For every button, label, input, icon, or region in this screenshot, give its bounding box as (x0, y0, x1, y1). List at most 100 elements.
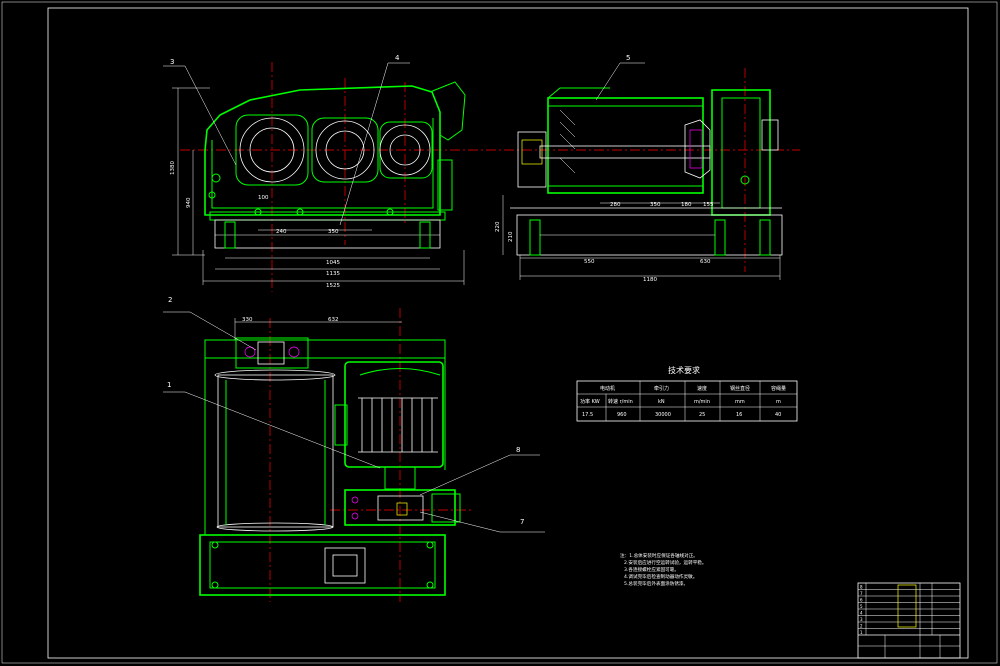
dim-280: 280 (610, 202, 621, 208)
part-label-4: 4 (395, 54, 400, 62)
gear1-inner (249, 127, 295, 173)
th-wire: 钢丝直径 (730, 385, 750, 392)
tb-item-6: 6 (860, 598, 863, 603)
base-bolt-2 (211, 581, 219, 589)
dim-1180: 1180 (643, 277, 657, 283)
tv-speed: 25 (699, 412, 705, 418)
base-bolt-4 (426, 581, 434, 589)
bearing-bolt-right (288, 346, 300, 358)
tu-speed: m/min (694, 399, 710, 405)
coupling-bolt-2 (351, 512, 359, 520)
drum-guard (547, 87, 610, 99)
dim-210: 210 (508, 231, 514, 242)
gearbox-base-flange (209, 211, 446, 221)
gear3-outer (379, 124, 431, 176)
drain-plug (211, 173, 221, 183)
tb-item-4: 4 (860, 611, 863, 616)
technical-notes: 注：1.总体安装时应保证各轴线对正。 2.安装后应进行空运转试验，运转平稳。 3… (620, 552, 706, 587)
dim-180: 180 (681, 202, 692, 208)
leader-5 (595, 62, 621, 101)
tb-item-8: 8 (860, 585, 863, 590)
anchor-bolt-2 (296, 208, 304, 216)
input-bearing (437, 159, 453, 211)
left-bearing-cap (521, 139, 543, 165)
side-leg-1 (529, 219, 541, 256)
top-view: 330 632 2 1 8 7 (163, 296, 545, 602)
anchor-bolt-3 (386, 208, 394, 216)
part-label-8: 8 (516, 446, 520, 454)
motor-fins (358, 397, 438, 453)
dim-550: 550 (584, 259, 595, 265)
tb-name-block (897, 584, 917, 628)
tb-item-5: 5 (860, 604, 863, 609)
tu-power: 功率 KW (580, 398, 600, 405)
part-label-3: 3 (170, 58, 174, 66)
drum-coupling (684, 119, 711, 179)
coupling-bolts (689, 129, 703, 169)
tv-capacity: 40 (775, 412, 781, 418)
dim-630: 630 (700, 259, 711, 265)
note-line-3: 3.各连接螺栓应紧固可靠。 (624, 566, 679, 573)
base-bolt-3 (426, 541, 434, 549)
tu-force: kN (658, 399, 665, 405)
drum-hatch (559, 109, 576, 174)
tv-rpm: 960 (617, 412, 627, 418)
input-shaft-cover (429, 81, 466, 141)
drum-plan (217, 374, 334, 528)
gear2-outer (315, 120, 375, 180)
gear1-outer (239, 117, 305, 183)
dim-940: 940 (186, 197, 192, 208)
top-base-plate (199, 534, 446, 596)
coupling-hub (396, 502, 408, 516)
tech-table-border (576, 380, 798, 422)
side-leg-3 (759, 219, 771, 256)
anchor-bolt-1 (254, 208, 262, 216)
gearbox-inner-wall (211, 118, 434, 209)
leader-7 (419, 511, 501, 533)
gear3-inner (389, 134, 421, 166)
leader-3 (184, 65, 237, 166)
leader-2 (189, 311, 257, 351)
leader-8 (419, 454, 511, 496)
tu-capacity: m (776, 399, 781, 405)
drum-top-rim (214, 369, 336, 381)
drum-shaft (539, 145, 711, 159)
dim-350-side: 350 (650, 202, 661, 208)
bearing-cap (257, 341, 285, 365)
coupling-bolt-1 (351, 496, 359, 504)
tv-power: 17.5 (582, 412, 593, 418)
gear2-boss (311, 117, 379, 183)
dim-220: 220 (495, 221, 501, 232)
th-motor: 电动机 (600, 385, 615, 392)
motor-housing (344, 361, 444, 468)
tb-item-3: 3 (860, 617, 863, 622)
top-base-inner (209, 541, 436, 589)
note-line-1: 注：1.总体安装时应保证各轴线对正。 (620, 552, 698, 559)
dim-240: 240 (276, 229, 287, 235)
th-capacity: 容绳量 (771, 385, 786, 392)
base-leg-right (419, 221, 431, 249)
dim-632: 632 (328, 317, 339, 323)
tech-table-title: 技术要求 (668, 365, 700, 375)
reducer-output-bearing (761, 119, 779, 151)
tu-wire: mm (735, 399, 745, 405)
th-force: 牵引力 (654, 385, 669, 392)
dim-100: 100 (258, 195, 269, 201)
dim-1135: 1135 (326, 271, 340, 277)
base-window (324, 547, 366, 584)
note-line-5: 5.总装完毕后外表面涂防锈漆。 (624, 580, 688, 587)
dim-1380: 1380 (170, 161, 176, 175)
tu-rpm: 转速 r/min (608, 398, 633, 405)
part-label-5: 5 (626, 54, 630, 62)
tv-force: 30000 (655, 412, 671, 418)
base-bolt-1 (211, 541, 219, 549)
th-speed: 速度 (697, 385, 707, 392)
motor-terminal-box (334, 404, 348, 446)
dim-350: 350 (328, 229, 339, 235)
title-block: 8 7 6 5 4 3 2 1 (857, 582, 961, 659)
top-rail (204, 339, 446, 359)
motor-flange (384, 466, 416, 490)
gear2-inner (325, 130, 365, 170)
oil-level-plug (208, 191, 216, 199)
